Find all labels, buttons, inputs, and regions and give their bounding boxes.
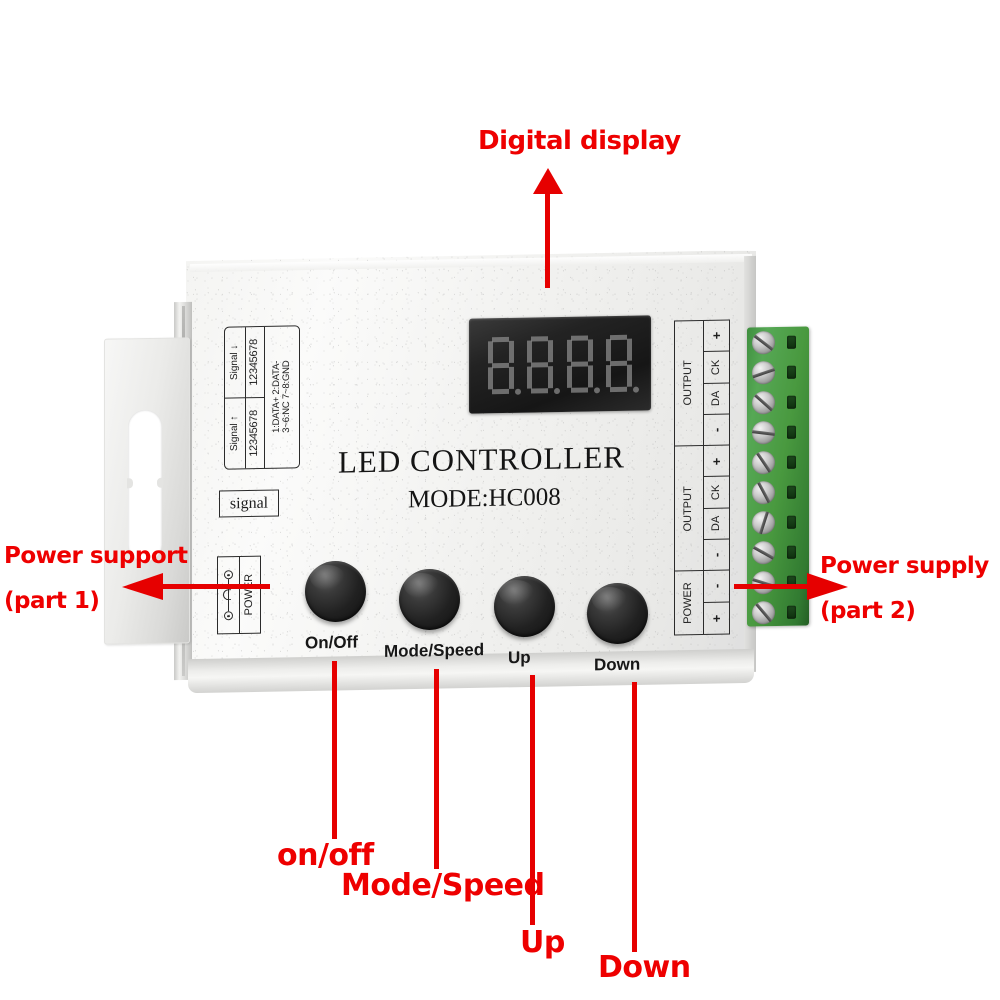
terminal-wire-hole[interactable] [787, 425, 796, 439]
signal-direction-out: Signal ↑ [228, 415, 240, 452]
annotation-up: Up [520, 925, 565, 960]
terminal-screw[interactable] [752, 391, 775, 415]
button-down[interactable] [587, 583, 648, 644]
terminal-pin: - [704, 414, 729, 447]
signal-pins-in: 12345678 [246, 326, 264, 399]
screw-terminal[interactable] [747, 326, 809, 357]
button-label-on-off: On/Off [305, 632, 358, 653]
dc-polarity-icon [218, 556, 240, 634]
signal-pinout-table: Signal ↓ Signal ↑ 12345678 12345678 1:DA… [224, 325, 300, 470]
leader-up [530, 675, 535, 925]
signal-pin-mapping: 1:DATA+ 2:DATA- 3~6:NC 7~8:GND [271, 360, 292, 434]
terminal-wire-hole[interactable] [787, 455, 796, 469]
display-digit [565, 334, 600, 394]
terminal-pin: + [708, 614, 724, 622]
terminal-screw[interactable] [752, 421, 775, 445]
terminal-group-output-2: OUTPUT [675, 446, 703, 572]
terminal-pin: CK [704, 476, 729, 509]
annotation-power-supply-line1: Power supply [820, 553, 989, 579]
screw-terminal-block [747, 326, 809, 627]
arrowhead-up-icon [533, 168, 563, 194]
screw-terminal[interactable] [747, 566, 809, 597]
terminal-wire-hole[interactable] [787, 605, 796, 619]
annotation-power-support-line1: Power support [4, 543, 188, 569]
terminal-screw[interactable] [752, 451, 775, 475]
terminal-pin: + [704, 320, 729, 353]
digital-display [469, 315, 651, 414]
led-controller-device: Signal ↓ Signal ↑ 12345678 12345678 1:DA… [174, 250, 756, 694]
button-up[interactable] [494, 576, 555, 637]
terminal-pin: + [704, 445, 729, 478]
terminal-pin: CK [704, 351, 729, 384]
terminal-wire-hole[interactable] [787, 395, 796, 409]
button-label-mode-speed: Mode/Speed [384, 640, 485, 661]
terminal-screw[interactable] [752, 511, 775, 535]
display-digit [525, 335, 561, 395]
terminal-pin: DA [704, 383, 729, 415]
screw-terminal[interactable] [747, 596, 809, 627]
terminal-pin-labels: + CK DA - + CK DA - - + [704, 320, 729, 634]
button-mode-speed[interactable] [399, 569, 460, 630]
terminal-screw[interactable] [752, 361, 775, 385]
screw-terminal[interactable] [747, 356, 809, 387]
terminal-wire-hole[interactable] [787, 545, 796, 559]
screw-terminal[interactable] [747, 416, 809, 447]
screw-terminal[interactable] [747, 446, 809, 477]
terminal-screw[interactable] [752, 541, 775, 565]
power-jack-text: POWER [243, 573, 256, 616]
terminal-screw[interactable] [752, 571, 775, 595]
leader-mode-speed [434, 669, 439, 869]
terminal-screw[interactable] [752, 601, 775, 625]
leader-power-supply [734, 584, 812, 589]
device-model: MODE:HC008 [408, 483, 561, 514]
signal-direction-column: Signal ↓ Signal ↑ [225, 327, 247, 469]
button-label-down: Down [594, 654, 641, 675]
signal-pins-out: 12345678 [248, 409, 261, 457]
bracket-keyhole-slot [128, 409, 162, 563]
terminal-pin: - [704, 570, 729, 603]
leader-on-off [332, 661, 337, 839]
annotation-power-support-line2: (part 1) [4, 588, 100, 614]
arrowhead-left-icon [122, 573, 163, 600]
button-label-up: Up [508, 647, 531, 668]
annotation-power-supply-line2: (part 2) [820, 598, 916, 624]
device-title: LED CONTROLLER [338, 439, 625, 480]
terminal-legend-table: OUTPUT OUTPUT POWER + CK DA - + CK DA - … [674, 319, 730, 636]
screw-terminal[interactable] [747, 506, 809, 537]
terminal-screw[interactable] [752, 331, 775, 355]
terminal-wire-hole[interactable] [787, 365, 796, 379]
annotation-digital-display: Digital display [478, 126, 681, 156]
terminal-group-power: POWER [682, 582, 695, 624]
display-digit [486, 336, 521, 395]
signal-pin-number-column: 12345678 12345678 [246, 326, 265, 469]
annotation-on-off: on/off [277, 838, 374, 873]
signal-direction-in: Signal ↓ [225, 327, 246, 399]
terminal-wire-hole[interactable] [787, 485, 796, 499]
terminal-screw[interactable] [752, 481, 775, 505]
terminal-pin: DA [704, 508, 729, 541]
display-digit [604, 334, 640, 393]
power-jack-label-box: POWER [217, 555, 261, 635]
leader-power-support [160, 584, 270, 589]
terminal-wire-hole[interactable] [787, 335, 796, 349]
terminal-pin: - [704, 539, 729, 572]
screw-terminal[interactable] [747, 536, 809, 567]
screw-terminal[interactable] [747, 476, 809, 507]
signal-port-label: signal [219, 489, 279, 518]
arrowhead-right-icon [807, 573, 848, 600]
terminal-group-names: OUTPUT OUTPUT POWER [675, 320, 704, 635]
signal-pin-mapping-column: 1:DATA+ 2:DATA- 3~6:NC 7~8:GND [265, 326, 299, 468]
leader-digital-display [545, 188, 550, 288]
screw-terminal[interactable] [747, 386, 809, 417]
terminal-wire-hole[interactable] [787, 515, 796, 529]
leader-down [632, 682, 637, 952]
button-on-off[interactable] [305, 561, 366, 622]
terminal-group-output-1: OUTPUT [675, 320, 703, 447]
annotation-mode-speed: Mode/Speed [341, 868, 545, 903]
annotation-down: Down [598, 950, 691, 985]
